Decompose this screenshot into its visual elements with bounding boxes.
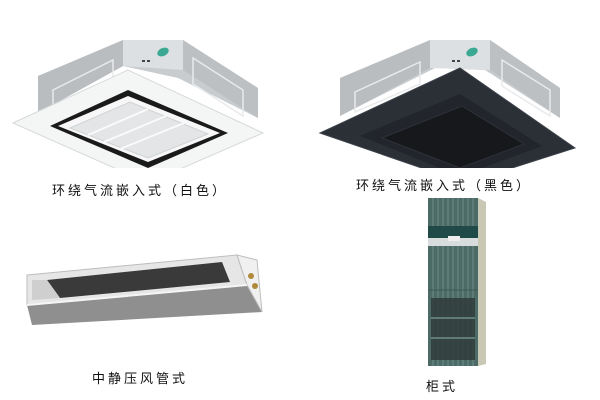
caption-floor-standing: 柜式: [426, 380, 459, 395]
cassette-black-image: [310, 18, 580, 168]
ducted-unit-image: [22, 250, 282, 330]
brand-logo-icon: [466, 47, 478, 57]
cassette-white-image: [8, 18, 268, 168]
brand-logo-icon: [157, 47, 169, 57]
caption-ducted: 中静压风管式: [92, 372, 189, 387]
caption-cassette-white: 环绕气流嵌入式（白色）: [52, 184, 229, 199]
floor-standing-image: [428, 198, 488, 368]
caption-cassette-black: 环绕气流嵌入式（黑色）: [356, 179, 533, 194]
